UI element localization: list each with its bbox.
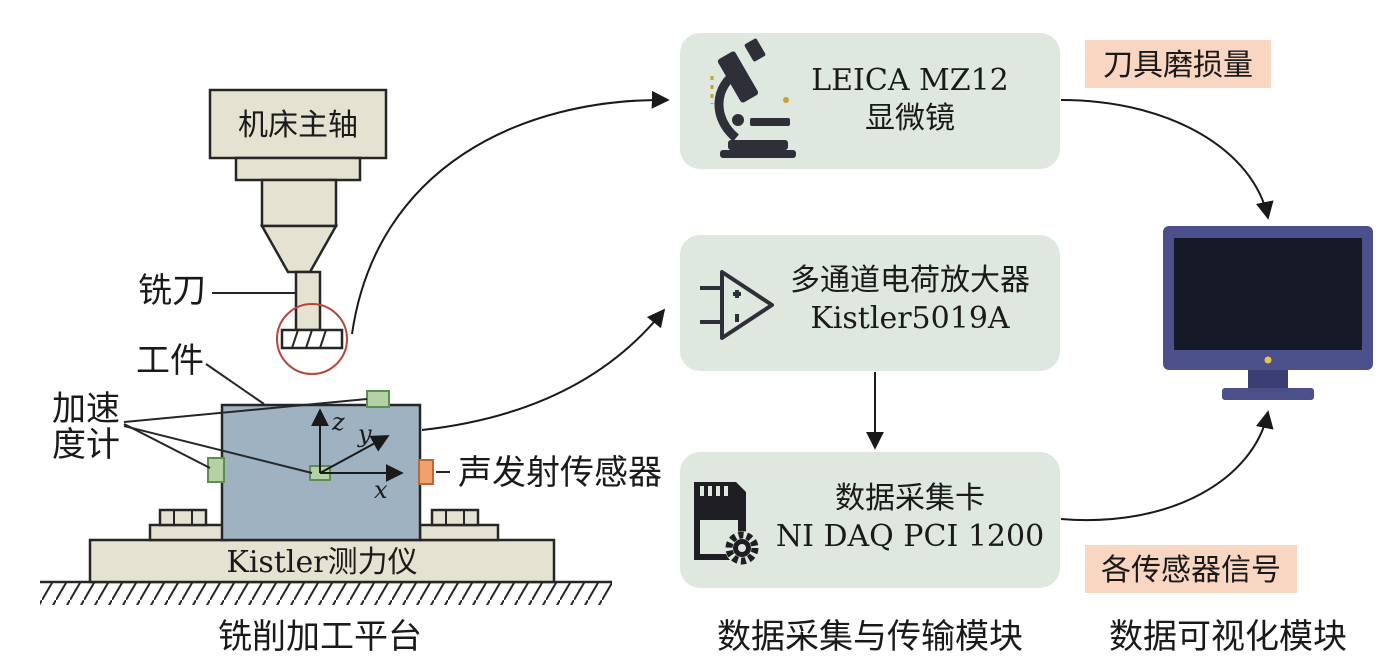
clamp-nut-right: [430, 508, 480, 527]
acquisition-module: LEICA MZ12 显微镜 多通道电荷放大器 Kistler5019A: [680, 33, 1060, 657]
daq-box: [680, 452, 1060, 588]
daq-line1: 数据采集卡: [835, 481, 985, 516]
accelerometer-leader: [123, 398, 368, 423]
cutter-shank: [294, 270, 322, 332]
cutter-flute: [305, 329, 313, 349]
acoustic-sensor-label: 声发射传感器: [458, 453, 662, 493]
accelerometer-label-line1: 加速: [52, 389, 120, 429]
arrow-daq-to-monitor: [1060, 410, 1274, 522]
spindle-holder: [260, 178, 338, 228]
microscope-line1: LEICA MZ12: [811, 63, 1009, 98]
cutter-label: 铣刀: [138, 271, 206, 311]
cutter-highlight-circle: [276, 303, 348, 375]
acoustic-emission-sensor: [418, 459, 434, 485]
z-axis-label: z: [331, 408, 345, 436]
y-axis-label: y: [357, 420, 372, 448]
acquisition-caption: 数据采集与传输模块: [717, 617, 1023, 657]
microscope-box: [680, 33, 1060, 169]
x-axis-label: x: [374, 476, 388, 504]
accelerometer-top: [366, 390, 390, 408]
tool-wear-badge: 刀具磨损量: [1085, 40, 1271, 88]
accelerometer-leader: [123, 423, 211, 469]
arrow-microscope-to-monitor: [1060, 99, 1274, 220]
cutter-flute: [319, 329, 327, 349]
arrow-workpiece-to-amplifier: [421, 308, 666, 431]
workpiece-label: 工件: [136, 341, 204, 381]
workpiece-leader: [205, 363, 265, 405]
microscope-icon: [710, 38, 796, 158]
sd-card-gear-icon: [694, 482, 759, 565]
monitor-icon: [1163, 226, 1373, 400]
daq-line2: NI DAQ PCI 1200: [776, 519, 1044, 554]
dynamometer-label: Kistler测力仪: [226, 545, 417, 580]
milling-platform: 机床主轴 铣刀 Kistler测力仪 工件: [40, 88, 662, 657]
microscope-line2: 显微镜: [865, 101, 955, 136]
amplifier-line1: 多通道电荷放大器: [790, 263, 1030, 298]
amplifier-line2: Kistler5019A: [810, 301, 1009, 336]
accelerometer-label-line2: 度计: [52, 425, 120, 465]
sensor-signals-badge: 各传感器信号: [1085, 545, 1297, 593]
amplifier-box: [680, 235, 1060, 371]
spindle-collar: [234, 156, 362, 182]
platform-caption: 铣削加工平台: [218, 617, 422, 657]
clamp-plate-right: [418, 523, 500, 542]
y-axis: [319, 435, 390, 474]
sensor-signals-label: 各传感器信号: [1101, 553, 1281, 588]
clamp-plate-left: [148, 523, 230, 542]
accelerometer-leader: [123, 425, 313, 474]
visualization-caption: 数据可视化模块: [1109, 617, 1347, 657]
accelerometer-left: [207, 457, 225, 483]
tool-wear-label: 刀具磨损量: [1103, 48, 1253, 83]
amplifier-icon: [700, 270, 774, 340]
spindle-label: 机床主轴: [238, 108, 358, 143]
spindle-taper: [259, 224, 339, 274]
arrow-cutter-to-microscope: [351, 90, 670, 335]
cutter-flute: [291, 329, 299, 349]
ground-hatch: [40, 583, 612, 605]
spindle-body: [208, 88, 388, 160]
clamp-nut-left: [158, 508, 208, 527]
